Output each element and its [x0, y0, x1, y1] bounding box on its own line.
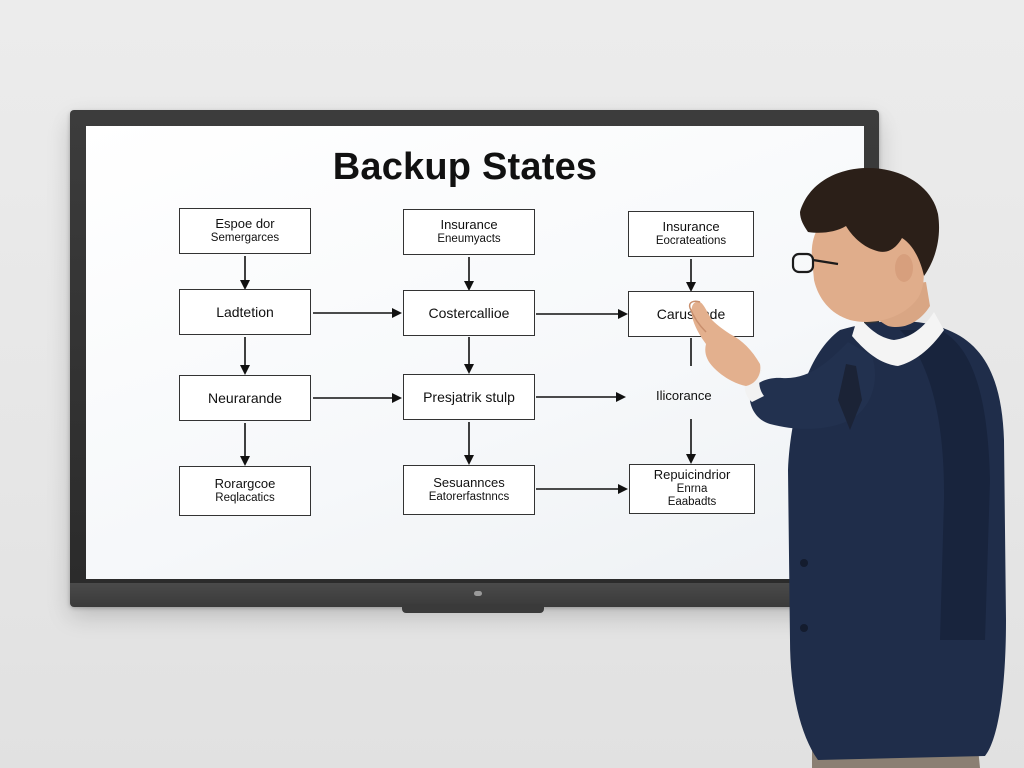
node-label: Rorargcoe [214, 475, 276, 491]
diagram-node: Insurance Eocrateations [628, 211, 754, 257]
node-sublabel: Eneumyacts [437, 232, 501, 245]
node-label: Carusande [656, 305, 726, 322]
jacket-button [800, 624, 808, 632]
node-label: Ladtetion [216, 303, 274, 320]
node-sublabel: Eaabadts [667, 496, 717, 509]
node-label: Espoe dor [215, 215, 275, 231]
diagram-node: Insurance Eneumyacts [403, 209, 535, 255]
trousers [812, 748, 980, 768]
node-label: Sesuannces [433, 474, 505, 490]
node-label: Insurance [662, 218, 720, 234]
node-sublabel: Eatorerfastnncs [428, 490, 510, 503]
diagram-node: Carusande [628, 291, 754, 337]
node-sublabel: Enrna [676, 483, 708, 496]
floating-node-label: Ilicorance [656, 388, 712, 403]
node-label: Neurarande [208, 389, 282, 406]
node-label: Presjatrik stulp [423, 388, 515, 405]
node-label: Costercallioe [428, 304, 510, 321]
node-sublabel: Reqlacatics [215, 491, 275, 504]
node-sublabel: Eocrateations [655, 234, 727, 247]
monitor-screen: Backup States [86, 126, 864, 579]
ear [895, 254, 913, 282]
diagram-node: Costercallioe [403, 290, 535, 336]
power-indicator [474, 591, 482, 596]
jacket-shadow [900, 330, 990, 640]
diagram-node: Rorargcoe Reqlacatics [179, 466, 311, 516]
diagram-node: Presjatrik stulp [403, 374, 535, 420]
node-label: Repuicindrior [653, 467, 731, 483]
diagram-arrows [240, 256, 696, 494]
diagram-node: Repuicindrior Enrna Eaabadts [629, 464, 755, 514]
node-label: Insurance [440, 216, 498, 232]
diagram-node: Espoe dor Semergarces [179, 208, 311, 254]
monitor-sound-bar [402, 604, 544, 613]
node-sublabel: Semergarces [210, 231, 280, 244]
diagram-node: Sesuannces Eatorerfastnncs [403, 465, 535, 515]
slide-title: Backup States [332, 146, 598, 188]
diagram-node: Neurarande [179, 375, 311, 421]
diagram-node: Ladtetion [179, 289, 311, 335]
